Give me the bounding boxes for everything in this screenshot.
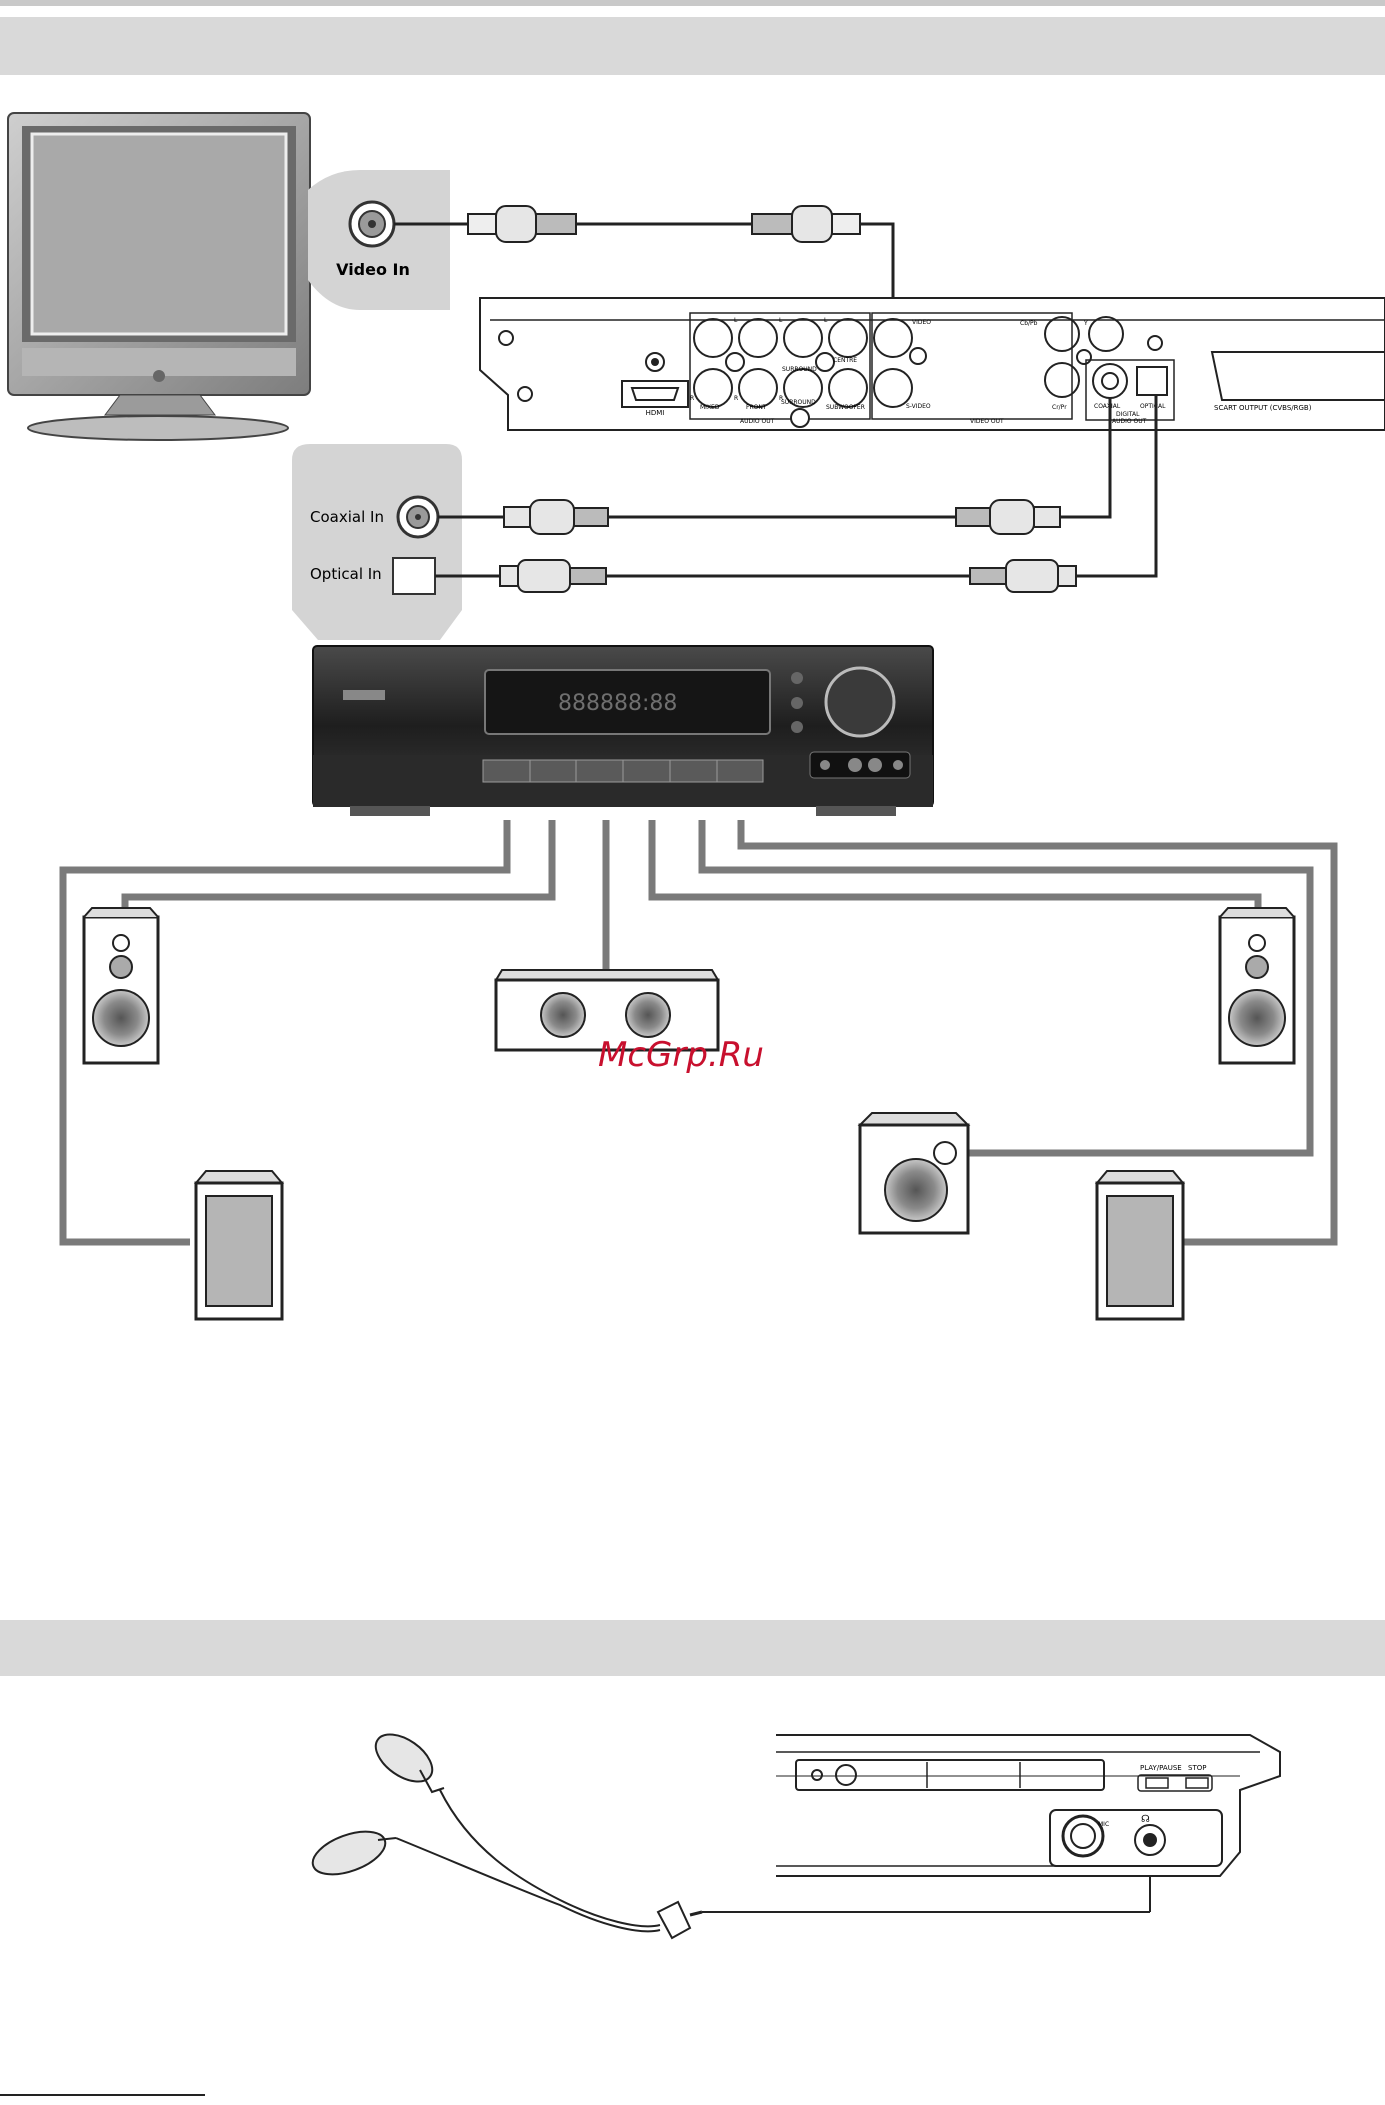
centre-label: CENTRE — [833, 357, 857, 364]
optical-in-label: Optical In — [310, 565, 382, 583]
cr-pr-label: Cr/Pr — [1052, 404, 1067, 411]
y-label: Y — [1083, 320, 1088, 327]
watermark: McGrp.Ru — [598, 1035, 764, 1075]
hdmi-label: HDMI — [646, 409, 665, 417]
rear-left-speaker — [196, 1171, 282, 1319]
receiver-display: 888888:88 — [558, 691, 677, 716]
video-in-label: Video In — [336, 260, 410, 279]
play-pause-label: PLAY/PAUSE — [1140, 1764, 1182, 1772]
mic-label: MIC — [1098, 1821, 1109, 1828]
front-right-speaker — [1220, 908, 1294, 1063]
earphones — [307, 1725, 702, 1938]
tv — [8, 113, 310, 440]
audio-out-label: AUDIO OUT — [740, 418, 775, 425]
video-out-label: VIDEO OUT — [970, 418, 1004, 425]
coaxial-in-label: Coaxial In — [310, 508, 384, 526]
amplifier-input-callout: Coaxial In Optical In — [292, 444, 462, 640]
surround-top-label: SURROUND — [782, 366, 817, 373]
rear-right-speaker — [1097, 1171, 1183, 1319]
optical-out-label: OPTICAL — [1140, 403, 1166, 410]
tv-video-in-callout: Video In — [308, 170, 450, 310]
video-label: VIDEO — [912, 319, 931, 326]
cb-pb-label: Cb/Pb — [1020, 320, 1038, 327]
s-video-label: S-VIDEO — [906, 403, 931, 410]
stop-label: STOP — [1188, 1764, 1206, 1772]
scart-label: SCART OUTPUT (CVBS/RGB) — [1214, 404, 1312, 412]
surround-label: SURROUND — [781, 399, 816, 406]
audio-r-label-2: R — [734, 395, 738, 402]
subwoofer — [860, 1113, 968, 1233]
front-left-speaker — [84, 908, 158, 1063]
headphone-icon: ☊ — [1141, 1814, 1150, 1825]
av-receiver: 888888:88 — [313, 646, 933, 816]
coaxial-out-label: COAXIAL — [1094, 403, 1121, 410]
mixed-label: MIXED — [700, 404, 720, 411]
front-label: FRONT — [746, 404, 767, 411]
dvd-player-front-panel: PLAY/PAUSE STOP MIC ☊ — [776, 1735, 1280, 1876]
digital-audio-out-label: AUDIO OUT — [1112, 418, 1147, 425]
digital-label: DIGITAL — [1116, 411, 1140, 418]
dvd-player-rear-panel: HDMI L L L R R R CENTRE SURROUND MIXED F… — [480, 298, 1385, 430]
subwoofer-label: SUBWOOFER — [826, 404, 865, 411]
audio-r-label-1: R — [690, 395, 694, 402]
